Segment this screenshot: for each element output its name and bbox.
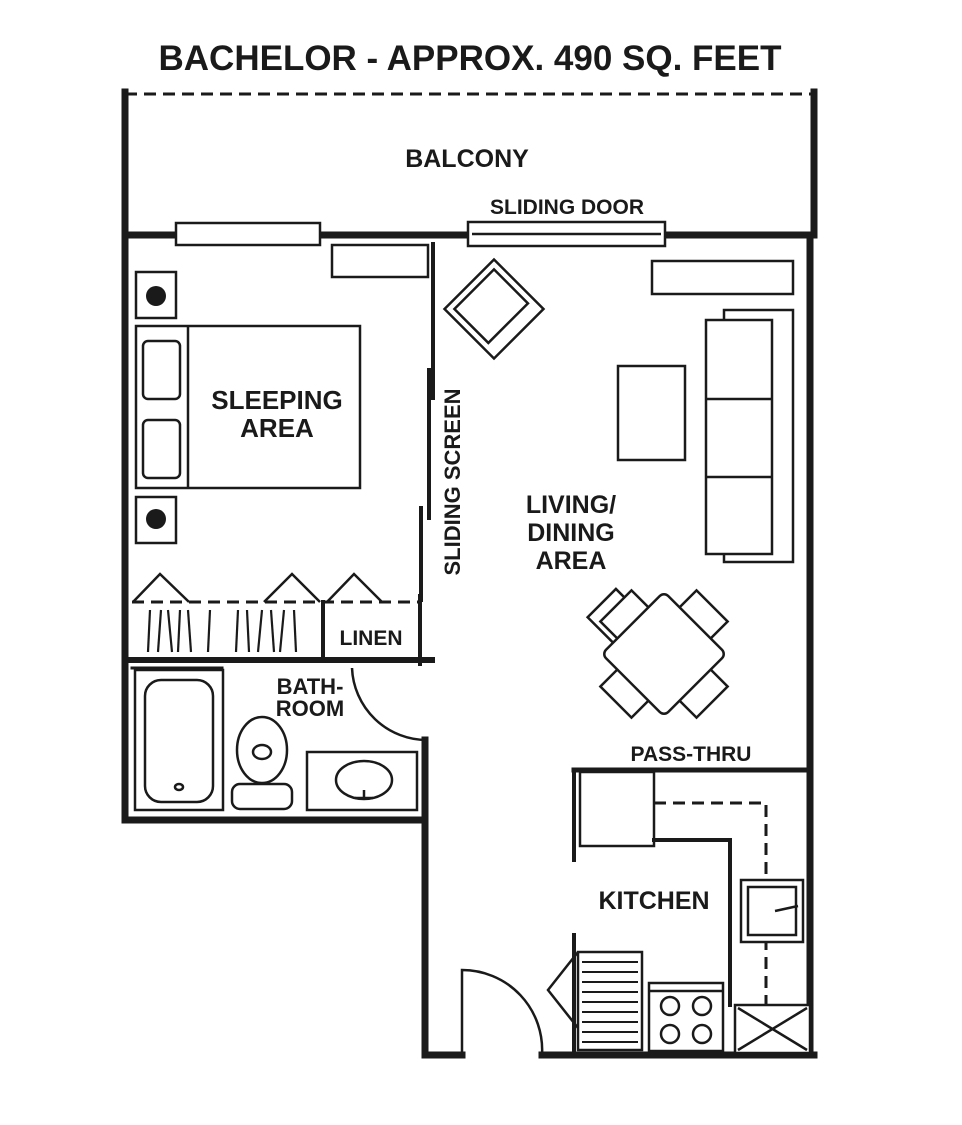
- label-balcony: BALCONY: [405, 145, 529, 173]
- label-sliding-door: SLIDING DOOR: [490, 196, 644, 219]
- label-kitchen: KITCHEN: [598, 887, 709, 915]
- label-sleeping-1: SLEEPING: [211, 385, 342, 415]
- window-left: [174, 221, 322, 247]
- pillow: [141, 418, 182, 480]
- label-linen: LINEN: [340, 627, 403, 650]
- kitchen: [546, 767, 813, 1055]
- label-bathroom-2: ROOM: [276, 696, 344, 721]
- living-area: [442, 257, 795, 720]
- sleeping-area: [134, 243, 430, 545]
- bathroom: [130, 666, 428, 812]
- pillow: [141, 339, 182, 401]
- label-pass-thru: PASS-THRU: [631, 743, 752, 766]
- label-living-3: AREA: [536, 547, 607, 575]
- label-sleeping-2: AREA: [240, 413, 314, 443]
- closet: [125, 572, 435, 666]
- sliding-screen: [419, 242, 435, 602]
- sliding-door: [466, 220, 667, 248]
- exterior-walls: [121, 88, 818, 1059]
- entry-door: [460, 968, 544, 1056]
- label-bathroom-1: BATH-: [277, 674, 344, 699]
- kitchen-sink: [739, 878, 805, 944]
- label-living-1: LIVING/: [526, 491, 616, 519]
- plan-title: BACHELOR - APPROX. 490 SQ. FEET: [159, 39, 782, 78]
- label-living-2: DINING: [527, 519, 615, 547]
- stove: [647, 981, 725, 1053]
- lamp-icon: [146, 286, 166, 306]
- toilet: [235, 715, 289, 785]
- lamp-icon: [146, 509, 166, 529]
- label-sliding-screen: SLIDING SCREEN: [440, 388, 465, 575]
